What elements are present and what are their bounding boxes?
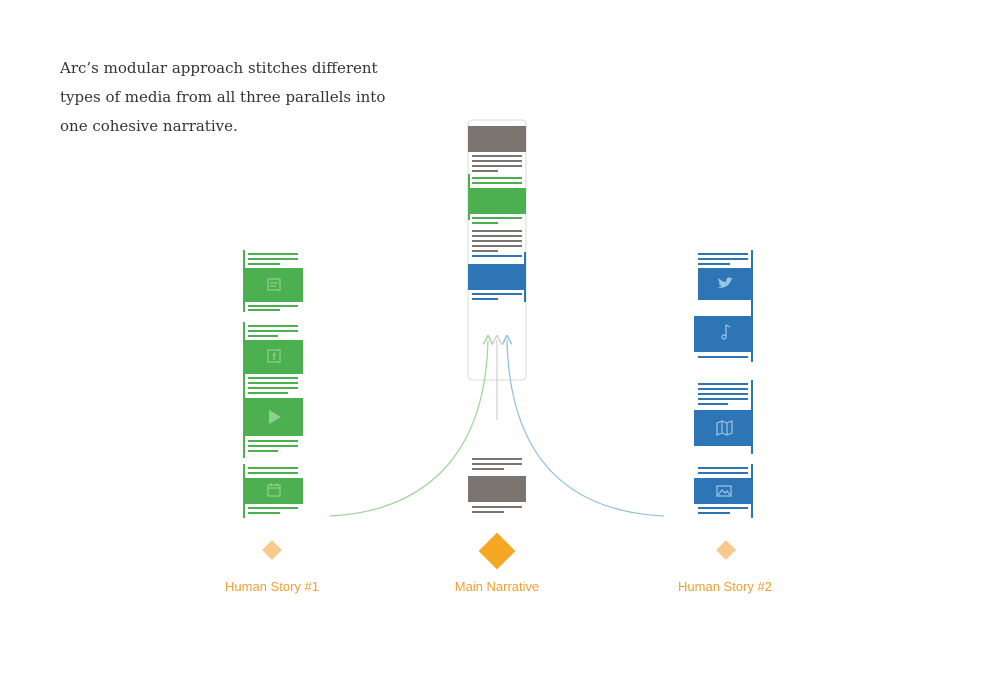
- facebook-icon: f: [267, 349, 281, 363]
- right-module-2: [694, 380, 753, 454]
- right-diamond-marker: [716, 540, 736, 560]
- connector-right: [507, 340, 665, 517]
- intro-line-2: types of media from all three parallels …: [60, 88, 386, 106]
- center-column: [329, 119, 665, 517]
- label-human-story-2: Human Story #2: [678, 579, 772, 594]
- left-module-1: [243, 250, 303, 312]
- center-diamond-marker: [478, 532, 516, 570]
- calendar-icon: [267, 483, 281, 497]
- intro-line-3: one cohesive narrative.: [60, 117, 238, 135]
- right-module-1: [694, 250, 753, 362]
- label-main-narrative: Main Narrative: [454, 579, 540, 594]
- right-column: [694, 250, 753, 518]
- connector-left: [329, 340, 488, 517]
- twitter-icon: [717, 277, 733, 288]
- left-diamond-marker: [262, 540, 282, 560]
- left-module-2: f: [243, 322, 303, 458]
- label-human-story-1: Human Story #1: [225, 579, 319, 594]
- left-module-3: [243, 464, 303, 518]
- image-icon: [267, 278, 281, 291]
- right-module-3: [694, 464, 753, 518]
- map-icon: [716, 420, 733, 436]
- music-icon: [721, 324, 731, 340]
- photo-icon: [716, 485, 732, 497]
- intro-line-1: Arc’s modular approach stitches differen…: [60, 59, 378, 77]
- play-icon: [269, 410, 281, 424]
- center-bottom-module: [468, 458, 526, 513]
- left-column: f: [243, 250, 303, 518]
- svg-text:f: f: [272, 352, 276, 363]
- intro-text: Arc’s modular approach stitches differen…: [60, 54, 400, 141]
